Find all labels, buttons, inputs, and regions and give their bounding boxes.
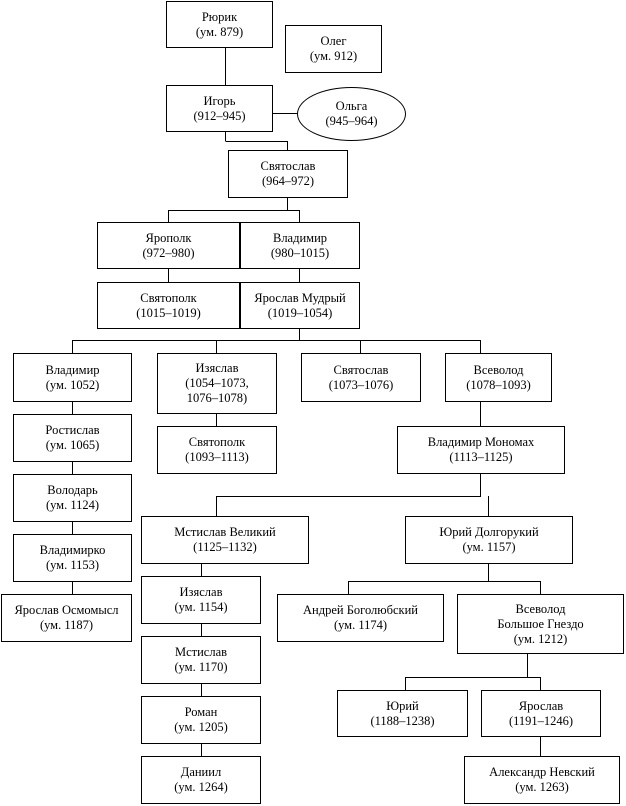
node-vladimir-svyatoslavich: Владимир (980–1015): [240, 222, 360, 269]
node-svyatoslav-yaroslavich: Святослав (1073–1076): [301, 353, 421, 402]
node-vsevolod-bolshoe-gnezdo: Всеволод Большое Гнездо (ум. 1212): [457, 594, 624, 654]
node-alexander-nevsky: Александр Невский (ум. 1263): [464, 756, 620, 804]
node-yuri-dolgoruky: Юрий Долгорукий (ум. 1157): [405, 516, 573, 564]
node-rurik: Рюрик (ум. 879): [166, 1, 273, 48]
node-rostislav: Ростислав (ум. 1065): [13, 414, 132, 462]
node-olga: Ольга (945–964): [297, 87, 406, 141]
node-yaroslav-vsevolodovich: Ярослав (1191–1246): [481, 690, 601, 737]
node-vladimir-yaroslavich: Владимир (ум. 1052): [13, 353, 132, 402]
node-izyaslav-mstislavich: Изяслав (ум. 1154): [141, 576, 261, 624]
node-igor: Игорь (912–945): [166, 85, 273, 132]
node-mstislav-veliky: Мстислав Великий (1125–1132): [141, 516, 309, 564]
node-vladimir-monomakh: Владимир Мономах (1113–1125): [397, 426, 565, 474]
node-svyatoslav-igorevich: Святослав (964–972): [228, 150, 348, 198]
node-mstislav-izyaslavich: Мстислав (ум. 1170): [141, 636, 261, 684]
node-daniil: Даниил (ум. 1264): [141, 756, 261, 804]
node-andrey-bogolyubsky: Андрей Боголюбский (ум. 1174): [277, 594, 444, 642]
node-volodar: Володарь (ум. 1124): [13, 474, 132, 522]
node-svyatopolk-izyaslavich: Святополк (1093–1113): [157, 426, 277, 474]
node-vsevolod-yaroslavich: Всеволод (1078–1093): [445, 353, 552, 402]
node-svyatopolk-yaropolkovich: Святополк (1015–1019): [97, 282, 240, 329]
node-yaropolk: Ярополк (972–980): [97, 222, 240, 269]
node-izyaslav-yaroslavich: Изяслав (1054–1073, 1076–1078): [157, 353, 277, 414]
node-oleg: Олег (ум. 912): [285, 25, 382, 73]
node-vladimirko: Владимирко (ум. 1153): [13, 534, 132, 582]
node-roman: Роман (ум. 1205): [141, 696, 261, 744]
node-yaroslav-mudry: Ярослав Мудрый (1019–1054): [240, 282, 360, 329]
node-yaroslav-osmomysl: Ярослав Осмомысл (ум. 1187): [1, 594, 132, 642]
node-yuri-vsevolodovich: Юрий (1188–1238): [337, 690, 468, 737]
